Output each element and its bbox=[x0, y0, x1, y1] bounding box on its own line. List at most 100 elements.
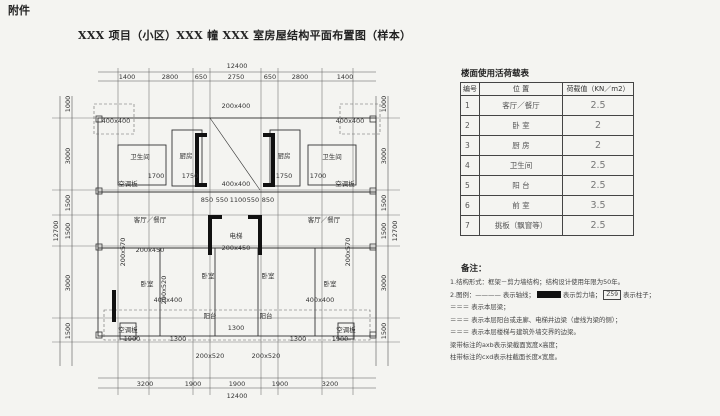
svg-text:400x400: 400x400 bbox=[222, 180, 251, 188]
svg-text:1000: 1000 bbox=[64, 96, 72, 113]
svg-text:1900: 1900 bbox=[332, 335, 349, 343]
note-text: 表示本层梁； bbox=[471, 303, 510, 311]
row-num: 7 bbox=[460, 215, 480, 236]
svg-text:1700: 1700 bbox=[310, 172, 327, 180]
svg-text:200x450: 200x450 bbox=[136, 246, 165, 254]
page-title: XXX 项目（小区）XXX 幢 XXX 室房屋结构平面布置图（样本） bbox=[78, 29, 412, 42]
svg-text:650: 650 bbox=[264, 73, 276, 81]
svg-text:1000: 1000 bbox=[380, 96, 388, 113]
svg-text:客厅／餐厅: 客厅／餐厅 bbox=[308, 215, 341, 224]
svg-text:1900: 1900 bbox=[229, 380, 246, 388]
row-value: 2 bbox=[562, 135, 634, 156]
row-value: 3.5 bbox=[562, 195, 634, 216]
note-line: 梁带标注的axb表示梁截面宽度x高度； bbox=[450, 340, 562, 349]
svg-text:1750: 1750 bbox=[182, 172, 199, 180]
row-value: 2.5 bbox=[562, 215, 634, 236]
row-place: 前 室 bbox=[479, 195, 563, 216]
svg-text:1500: 1500 bbox=[380, 195, 388, 212]
svg-text:厨房: 厨房 bbox=[180, 151, 193, 160]
row-place: 挑板（飘窗等） bbox=[479, 215, 563, 236]
svg-text:2800: 2800 bbox=[162, 73, 179, 81]
svg-text:1900: 1900 bbox=[124, 335, 141, 343]
svg-text:400x400: 400x400 bbox=[102, 117, 131, 125]
row-num: 6 bbox=[460, 195, 480, 216]
svg-text:200x520: 200x520 bbox=[252, 352, 281, 360]
svg-text:200x520: 200x520 bbox=[196, 352, 225, 360]
svg-text:2800: 2800 bbox=[292, 73, 309, 81]
svg-text:1400: 1400 bbox=[119, 73, 136, 81]
svg-text:12700: 12700 bbox=[52, 221, 60, 242]
svg-text:650: 650 bbox=[195, 73, 207, 81]
row-value: 2.5 bbox=[562, 95, 634, 116]
svg-text:卧室: 卧室 bbox=[202, 271, 216, 280]
svg-text:1100: 1100 bbox=[230, 196, 247, 204]
svg-text:400x400: 400x400 bbox=[336, 117, 365, 125]
svg-text:空调板: 空调板 bbox=[336, 325, 356, 334]
notes-title: 备注： bbox=[461, 264, 487, 274]
note-line: 1.结构形式：框架－剪力墙结构；结构设计使用年限为50年。 bbox=[450, 278, 624, 286]
svg-text:200x400: 200x400 bbox=[222, 102, 251, 110]
svg-text:空调板: 空调板 bbox=[118, 179, 138, 188]
column-legend-icon: Z59 bbox=[603, 289, 622, 300]
svg-text:200x450: 200x450 bbox=[222, 244, 251, 252]
svg-text:3200: 3200 bbox=[322, 380, 339, 388]
svg-text:1300: 1300 bbox=[170, 335, 187, 343]
note-line: ＝＝＝ 表示本层阳台或走廊、电梯井边梁（虚线为梁的侧）； bbox=[450, 314, 655, 327]
row-value: 2.5 bbox=[562, 155, 634, 176]
svg-text:1300: 1300 bbox=[290, 335, 307, 343]
note-text: 表示本层楼梯与建筑外墙交界的边梁。 bbox=[471, 328, 580, 336]
svg-text:1500: 1500 bbox=[64, 195, 72, 212]
svg-text:1500: 1500 bbox=[380, 223, 388, 240]
svg-text:3000: 3000 bbox=[64, 275, 72, 292]
note-line: 2.图例：———— 表示轴线； 表示剪力墙； Z59 表示柱子； bbox=[450, 289, 655, 302]
svg-text:850: 850 bbox=[201, 196, 213, 204]
svg-text:3000: 3000 bbox=[380, 148, 388, 165]
row-num: 3 bbox=[460, 135, 480, 156]
svg-text:空调板: 空调板 bbox=[118, 325, 138, 334]
notes-block: 1.结构形式：框架－剪力墙结构；结构设计使用年限为50年。 2.图例：———— … bbox=[450, 276, 655, 364]
row-place: 卫生间 bbox=[479, 155, 563, 176]
bottom-total-dim: 12400 bbox=[227, 392, 248, 400]
load-table-header-row: 编号 位 置 荷载值（KN／m2） bbox=[460, 82, 634, 96]
svg-text:550: 550 bbox=[216, 196, 228, 204]
svg-text:1500: 1500 bbox=[380, 323, 388, 340]
svg-text:1300: 1300 bbox=[228, 324, 245, 332]
svg-text:卧室: 卧室 bbox=[141, 279, 155, 288]
svg-text:1900: 1900 bbox=[272, 380, 289, 388]
top-total-dim: 12400 bbox=[227, 62, 248, 70]
svg-text:阳台: 阳台 bbox=[260, 311, 273, 320]
svg-text:卫生间: 卫生间 bbox=[130, 152, 150, 161]
load-table-title: 楼面使用活荷载表 bbox=[461, 69, 530, 79]
stair-beam-legend-icon: ＝＝＝ bbox=[450, 328, 470, 336]
svg-text:1750: 1750 bbox=[276, 172, 293, 180]
svg-text:850: 850 bbox=[262, 196, 274, 204]
svg-text:1400: 1400 bbox=[337, 73, 354, 81]
svg-text:卫生间: 卫生间 bbox=[322, 152, 342, 161]
svg-text:400x400: 400x400 bbox=[306, 296, 335, 304]
note-text: 表示剪力墙； bbox=[562, 290, 602, 299]
svg-text:200x570: 200x570 bbox=[119, 238, 127, 267]
note-text: 2.图例：———— 表示轴线； bbox=[450, 290, 535, 299]
row-num: 5 bbox=[460, 175, 480, 196]
svg-text:400x400: 400x400 bbox=[154, 296, 183, 304]
svg-text:3000: 3000 bbox=[380, 275, 388, 292]
note-line: 柱带标注的cxd表示柱截面长度x宽度。 bbox=[450, 353, 561, 361]
row-value: 2.5 bbox=[562, 175, 634, 196]
svg-text:3200: 3200 bbox=[137, 380, 154, 388]
svg-text:卧室: 卧室 bbox=[262, 271, 276, 280]
svg-text:200x520: 200x520 bbox=[160, 276, 168, 305]
note-text: 表示本层阳台或走廊、电梯井边梁（虚线为梁的侧）； bbox=[471, 315, 622, 324]
row-value: 2 bbox=[562, 115, 634, 136]
svg-text:3000: 3000 bbox=[64, 148, 72, 165]
svg-text:1700: 1700 bbox=[148, 172, 165, 180]
svg-text:1900: 1900 bbox=[185, 380, 202, 388]
beam-legend-icon: ＝＝＝ bbox=[450, 303, 470, 311]
header-place: 位 置 bbox=[479, 82, 563, 96]
